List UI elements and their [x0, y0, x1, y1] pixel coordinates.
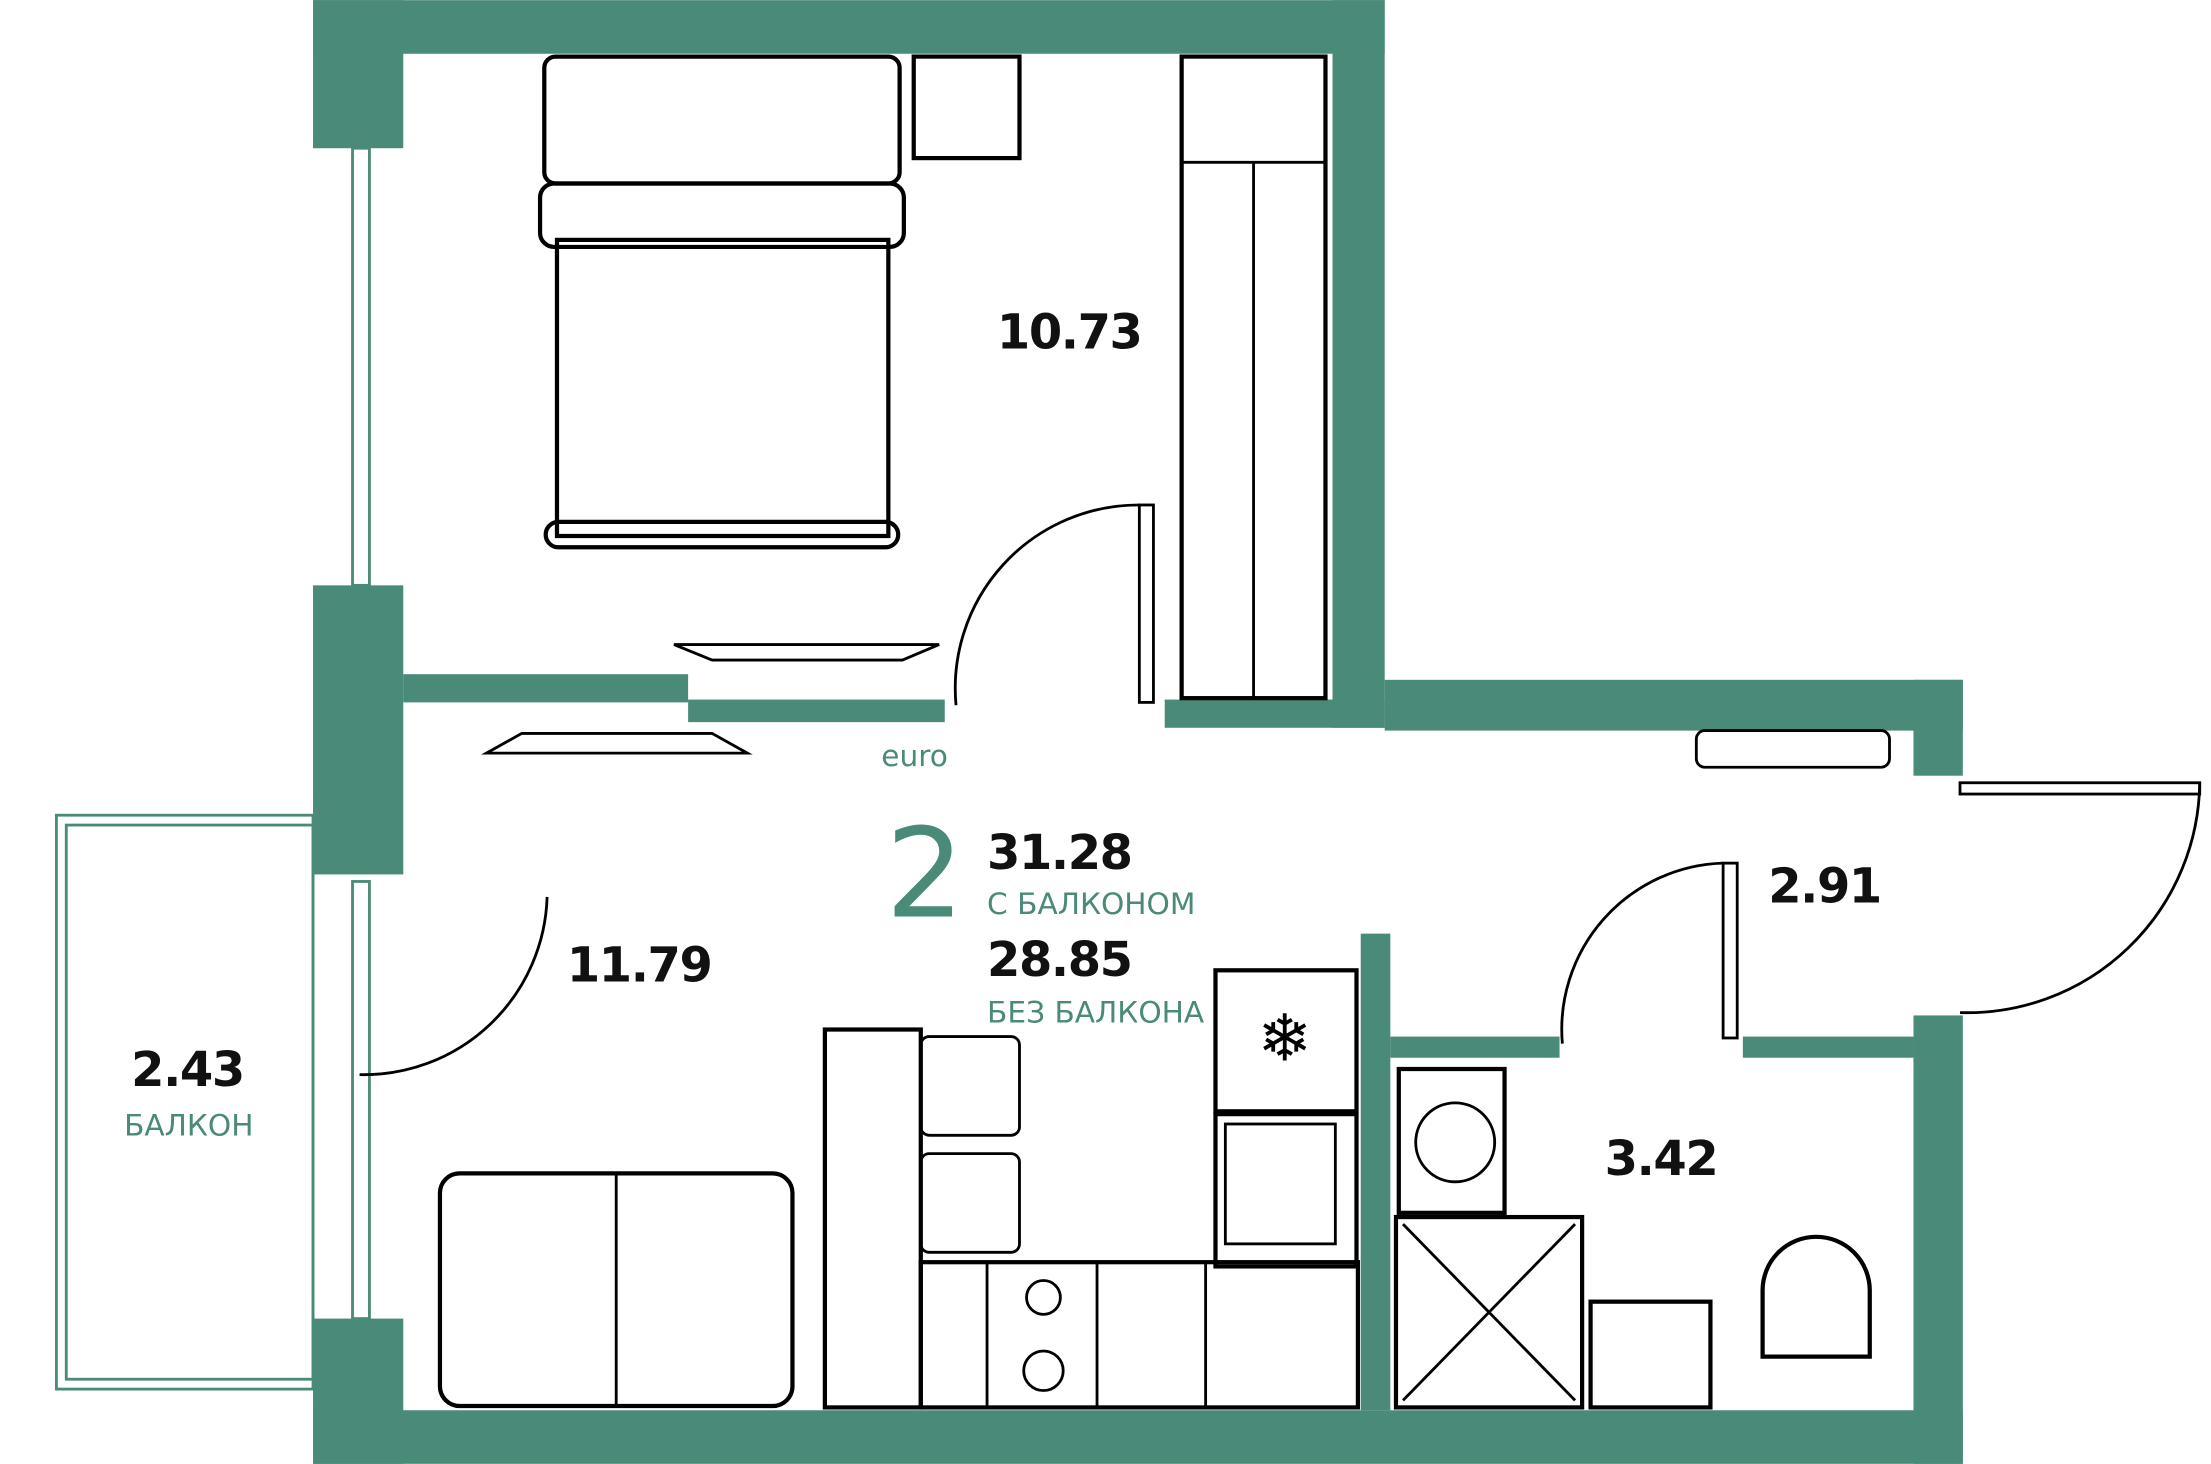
type-label: euro	[881, 739, 948, 773]
sink	[1588, 1299, 1713, 1410]
radiator	[1694, 729, 1891, 769]
bedroom-area: 10.73	[997, 305, 1142, 360]
fridge	[1213, 968, 1359, 1114]
balcony-label: БАЛКОН	[124, 1108, 253, 1142]
nightstand	[911, 54, 1022, 161]
walls	[313, 0, 1963, 1464]
kitchen	[822, 1027, 923, 1410]
bed	[554, 237, 891, 539]
balcony-area: 2.43	[131, 1043, 244, 1098]
labels: 10.73 11.79 2.91 3.42 2.43 БАЛКОН euro 2…	[124, 305, 1882, 1187]
area-with-balcony: 31.28	[987, 826, 1132, 881]
doors	[359, 503, 2202, 1077]
bathroom-area: 3.42	[1605, 1132, 1718, 1187]
furniture: ❄	[437, 54, 1891, 1410]
rooms-count: 2	[886, 803, 965, 947]
area-without-balcony: 28.85	[987, 933, 1132, 988]
hall-area: 2.91	[1768, 860, 1881, 915]
living-area: 11.79	[567, 939, 712, 994]
svg-text:❄: ❄	[1257, 1002, 1311, 1077]
shower	[1393, 1214, 1585, 1410]
windows	[54, 146, 371, 1391]
without-balcony-label: БЕЗ БАЛКОНА	[987, 995, 1205, 1029]
washing-machine	[1396, 1066, 1507, 1215]
with-balcony-label: С БАЛКОНОМ	[987, 887, 1195, 921]
toilet	[1760, 1234, 1872, 1359]
